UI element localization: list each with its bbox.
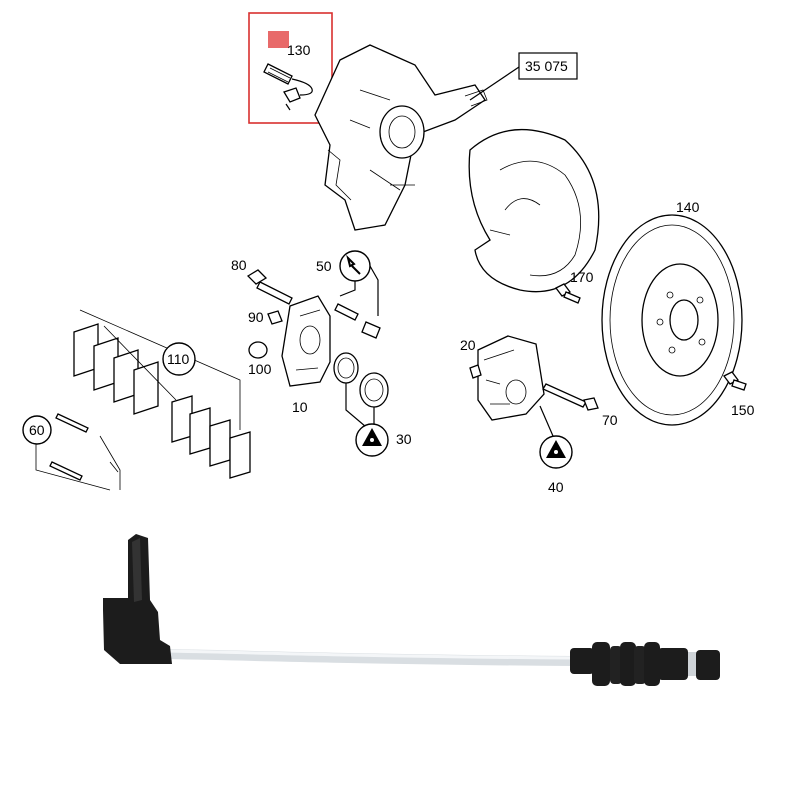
callout-35075: 35 075 [469,52,578,101]
label-170: 170 [570,269,594,285]
sensor-cable [163,649,579,666]
part-90-drawing [267,310,283,325]
brake-caliper-drawing [469,335,545,421]
callout-30 [355,423,389,457]
label-140: 140 [676,199,700,215]
bolt-170-drawing [555,283,581,304]
callout-40 [539,405,573,469]
label-90: 90 [248,309,264,325]
label-100: 100 [248,361,272,377]
wrench-icon [346,254,361,275]
label-130: 130 [287,42,311,58]
brake-pads-drawing [73,309,251,479]
callout-110: 110 [162,342,196,376]
label-20: 20 [460,337,476,353]
dust-shield-drawing [468,129,600,293]
wear-sensor-drawing [263,63,313,111]
label-70: 70 [602,412,618,428]
label-35075: 35 075 [525,58,568,74]
sensor-probe [570,642,720,686]
guide-pins-drawing [334,303,381,339]
pins-60-drawing [35,413,121,491]
label-10: 10 [292,399,308,415]
label-150: 150 [731,402,755,418]
bolt-70-drawing [542,383,599,411]
label-30: 30 [396,431,412,447]
cap-100-drawing [248,341,268,359]
brake-disc-drawing [601,214,743,426]
label-50: 50 [316,258,332,274]
label-80: 80 [231,257,247,273]
label-40: 40 [548,479,564,495]
bolt-150-drawing [723,371,747,391]
callout-60: 60 [22,415,52,445]
caliper-carrier-drawing [281,295,331,387]
label-60: 60 [29,422,45,438]
wear-sensor-photo [103,534,720,686]
highlight-box-130[interactable] [248,12,333,124]
label-110: 110 [167,351,190,367]
bolt-80-drawing [246,269,293,305]
seal-rings-drawing [333,352,389,433]
callout-50 [339,250,379,316]
steering-knuckle-drawing [314,44,488,231]
